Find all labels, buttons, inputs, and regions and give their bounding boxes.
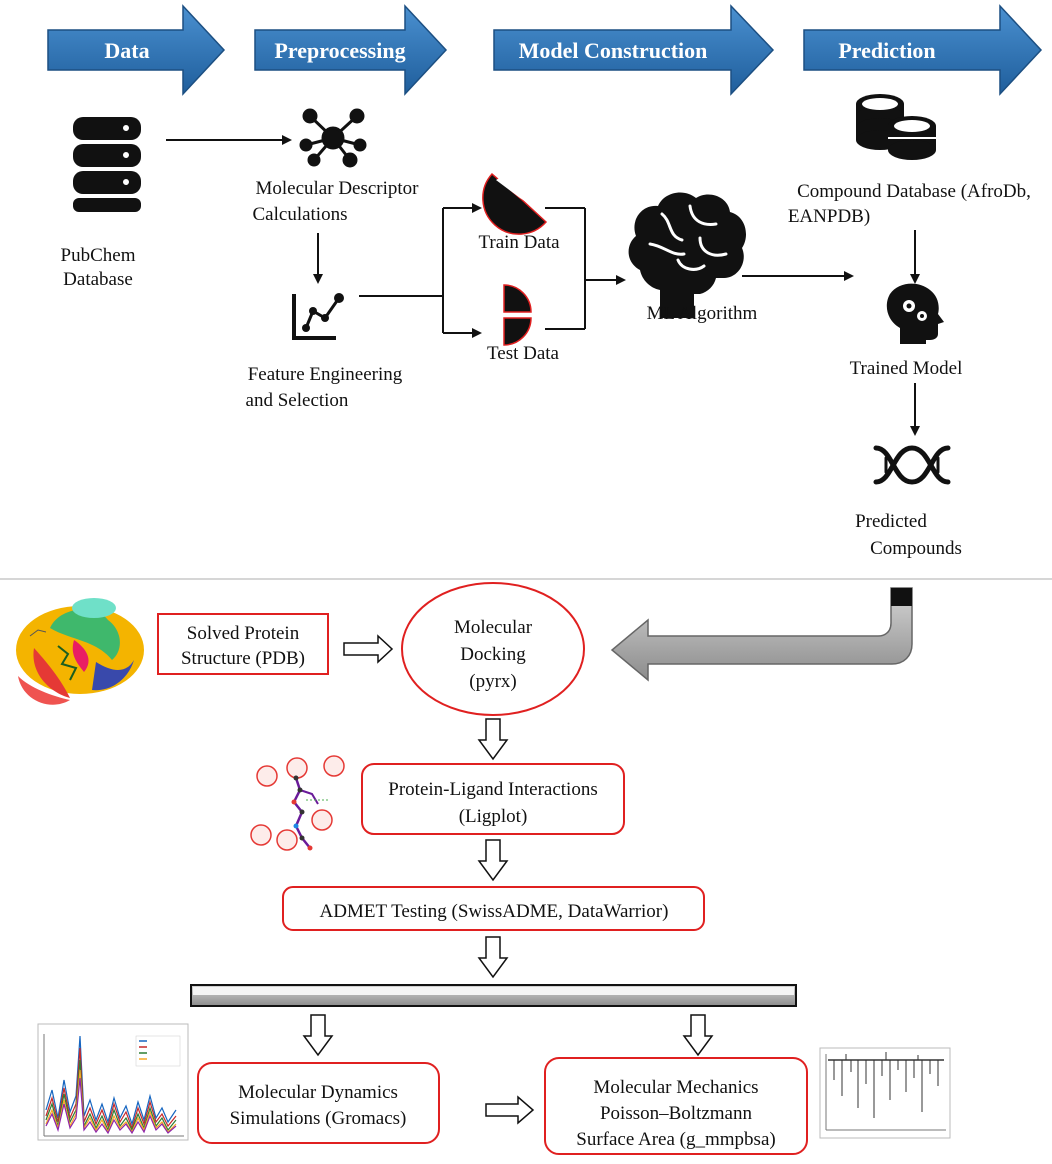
- outline-arrow-protein-to-docking: [343, 634, 394, 664]
- split-bar-highlight: [193, 987, 794, 995]
- descriptor-label-line1: Molecular Descriptor: [255, 178, 419, 199]
- stage-label-model-construction: Model Construction: [519, 38, 708, 63]
- solved-protein-label-line1: Solved Protein: [187, 623, 300, 644]
- interactions-label-line2: (Ligplot): [459, 806, 528, 827]
- outline-arrow-bar-to-mmpbsa: [682, 1014, 714, 1057]
- outline-arrow-bar-to-md: [302, 1014, 334, 1057]
- feature-label-line2: and Selection: [246, 390, 349, 411]
- docking-label-line2: Docking: [460, 644, 526, 665]
- stage-arrow-model-construction: Model Construction: [493, 4, 775, 96]
- md-box: [197, 1062, 440, 1144]
- test-data-pie-icon: [503, 284, 532, 346]
- grey-arrow-to-docking: [610, 587, 913, 682]
- solved-protein-box: [157, 613, 329, 675]
- docking-ellipse: [401, 582, 585, 716]
- mmpbsa-label-line3: Surface Area (g_mmpbsa): [576, 1129, 775, 1150]
- test-data-label: Test Data: [487, 343, 560, 364]
- train-data-label: Train Data: [478, 232, 560, 253]
- docking-label-line3: (pyrx): [469, 671, 516, 692]
- predicted-label-line2: Compounds: [870, 538, 962, 559]
- trained-model-label: Trained Model: [850, 358, 963, 379]
- compound-db-label-line1: Compound Database (AfroDb,: [797, 181, 1031, 202]
- stage-label-prediction: Prediction: [838, 38, 935, 63]
- grey-arrow-dark-cap: [891, 588, 912, 606]
- stage-arrow-preprocessing: Preprocessing: [254, 4, 448, 96]
- stage-arrow-prediction: Prediction: [803, 4, 1043, 96]
- predicted-label-line1: Predicted: [855, 511, 927, 532]
- stage-label-data: Data: [104, 38, 149, 63]
- line-chart-icon: [292, 293, 344, 340]
- md-label-line2: Simulations (Gromacs): [230, 1108, 407, 1129]
- docking-label-line1: Molecular: [454, 617, 533, 638]
- database-icon: [73, 117, 141, 212]
- mmpbsa-box: [544, 1057, 808, 1155]
- outline-arrow-md-to-mmpbsa: [485, 1095, 535, 1125]
- energy-plot-image: [819, 1047, 951, 1139]
- md-label-line1: Molecular Dynamics: [238, 1082, 398, 1103]
- outline-arrow-interactions-to-admet: [477, 839, 509, 882]
- rmsf-plot-image: [37, 1023, 189, 1141]
- compound-db-label-line2: EANPDB): [788, 206, 870, 227]
- pubchem-label-line2: Database: [63, 269, 133, 290]
- solved-protein-label-line2: Structure (PDB): [181, 648, 305, 669]
- interactions-label-line1: Protein-Ligand Interactions: [388, 779, 597, 800]
- admet-label: ADMET Testing (SwissADME, DataWarrior): [320, 901, 669, 922]
- merge-connector: [545, 207, 626, 330]
- outline-arrow-docking-to-interactions: [477, 718, 509, 761]
- mmpbsa-label-line1: Molecular Mechanics: [593, 1077, 758, 1098]
- protein-surface-image: [16, 598, 144, 705]
- outline-arrow-admet-to-bar: [477, 936, 509, 979]
- feature-label-line1: Feature Engineering: [248, 364, 403, 385]
- split-connector: [359, 203, 482, 338]
- coins-icon: [856, 94, 936, 160]
- head-gears-icon: [886, 283, 944, 344]
- molecule-icon: [299, 108, 367, 168]
- pubchem-label-line1: PubChem: [61, 245, 136, 266]
- interactions-box: [361, 763, 625, 835]
- descriptor-label-line2: Calculations: [253, 204, 348, 225]
- admet-box: [282, 886, 705, 931]
- mmpbsa-label-line2: Poisson–Boltzmann: [600, 1103, 753, 1124]
- brain-icon: [628, 192, 746, 318]
- ml-algorithm-label: ML Algorithm: [647, 303, 758, 324]
- dna-icon: [873, 445, 951, 485]
- stage-label-preprocessing: Preprocessing: [274, 38, 405, 63]
- stage-arrow-data: Data: [47, 4, 226, 96]
- train-data-pie-icon: [482, 172, 548, 235]
- ligplot-image: [250, 755, 345, 851]
